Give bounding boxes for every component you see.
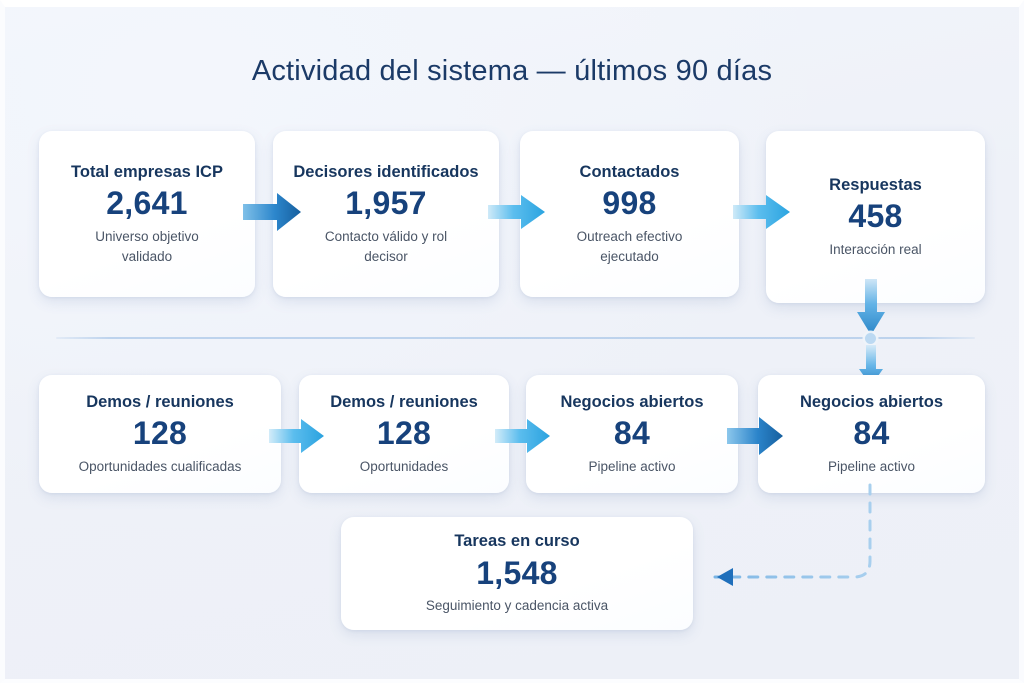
card-title: Total empresas ICP (71, 163, 223, 182)
card-title: Decisores identificados (293, 163, 479, 182)
card-value: 1,548 (476, 554, 558, 591)
card-description: Interacción real (829, 241, 922, 257)
metric-card-decisores-identificados[interactable]: Decisores identificados 1,957 Contacto v… (273, 131, 499, 297)
arrow-icon-right-light-2 (732, 193, 792, 231)
card-description: Universo objetivo validado (95, 229, 199, 264)
page-title: Actividad del sistema — últimos 90 días (251, 55, 773, 87)
card-value: 458 (848, 198, 903, 234)
arrow-icon-right-dark-1 (241, 191, 303, 233)
metric-card-tareas-en-curso[interactable]: Tareas en curso 1,548 Seguimiento y cade… (341, 517, 693, 630)
card-title: Negocios abiertos (560, 392, 704, 411)
card-description: Pipeline activo (588, 458, 676, 474)
metric-card-demos-reuniones-2[interactable]: Demos / reuniones 128 Oportunidades (299, 375, 509, 493)
card-value: 84 (613, 415, 651, 451)
arrow-icon-right-light-4 (494, 417, 552, 455)
card-title: Demos / reuniones (330, 392, 478, 411)
arrow-icon-down-upper (856, 279, 886, 337)
card-value: 2,641 (106, 185, 188, 222)
card-value: 128 (132, 415, 188, 451)
arrow-icon-right-dark-2 (725, 415, 785, 457)
card-title: Negocios abiertos (799, 392, 944, 411)
card-value: 1,957 (345, 185, 427, 222)
card-description: Seguimiento y cadencia activa (425, 598, 609, 614)
metric-card-contactados[interactable]: Contactados 998 Outreach efectivo ejecut… (520, 131, 739, 297)
dashed-feedback-connector (687, 483, 897, 598)
card-title: Contactados (579, 163, 680, 182)
card-description: Oportunidades cualificadas (78, 458, 242, 474)
metric-card-negocios-abiertos-1[interactable]: Negocios abiertos 84 Pipeline activo (526, 375, 738, 493)
section-divider (56, 337, 975, 339)
card-title: Respuestas (829, 175, 922, 194)
card-description: Pipeline activo (827, 458, 916, 474)
metric-card-negocios-abiertos-2[interactable]: Negocios abiertos 84 Pipeline activo (758, 375, 985, 493)
arrow-icon-right-light-3 (268, 417, 326, 455)
arrow-icon-right-light-1 (487, 193, 547, 231)
card-description: Oportunidades (359, 458, 449, 474)
card-title: Demos / reuniones (86, 392, 234, 411)
metric-card-total-empresas-icp[interactable]: Total empresas ICP 2,641 Universo objeti… (39, 131, 255, 297)
card-value: 84 (853, 415, 890, 451)
connector-junction-dot (865, 333, 876, 344)
card-description: Outreach efectivo ejecutado (576, 229, 683, 264)
card-description: Contacto válido y rol decisor (324, 229, 448, 264)
metric-card-demos-reuniones-1[interactable]: Demos / reuniones 128 Oportunidades cual… (39, 375, 281, 493)
metric-card-respuestas[interactable]: Respuestas 458 Interacción real (766, 131, 985, 303)
card-title: Tareas en curso (454, 532, 580, 551)
card-value: 998 (602, 185, 657, 222)
card-value: 128 (376, 415, 432, 451)
